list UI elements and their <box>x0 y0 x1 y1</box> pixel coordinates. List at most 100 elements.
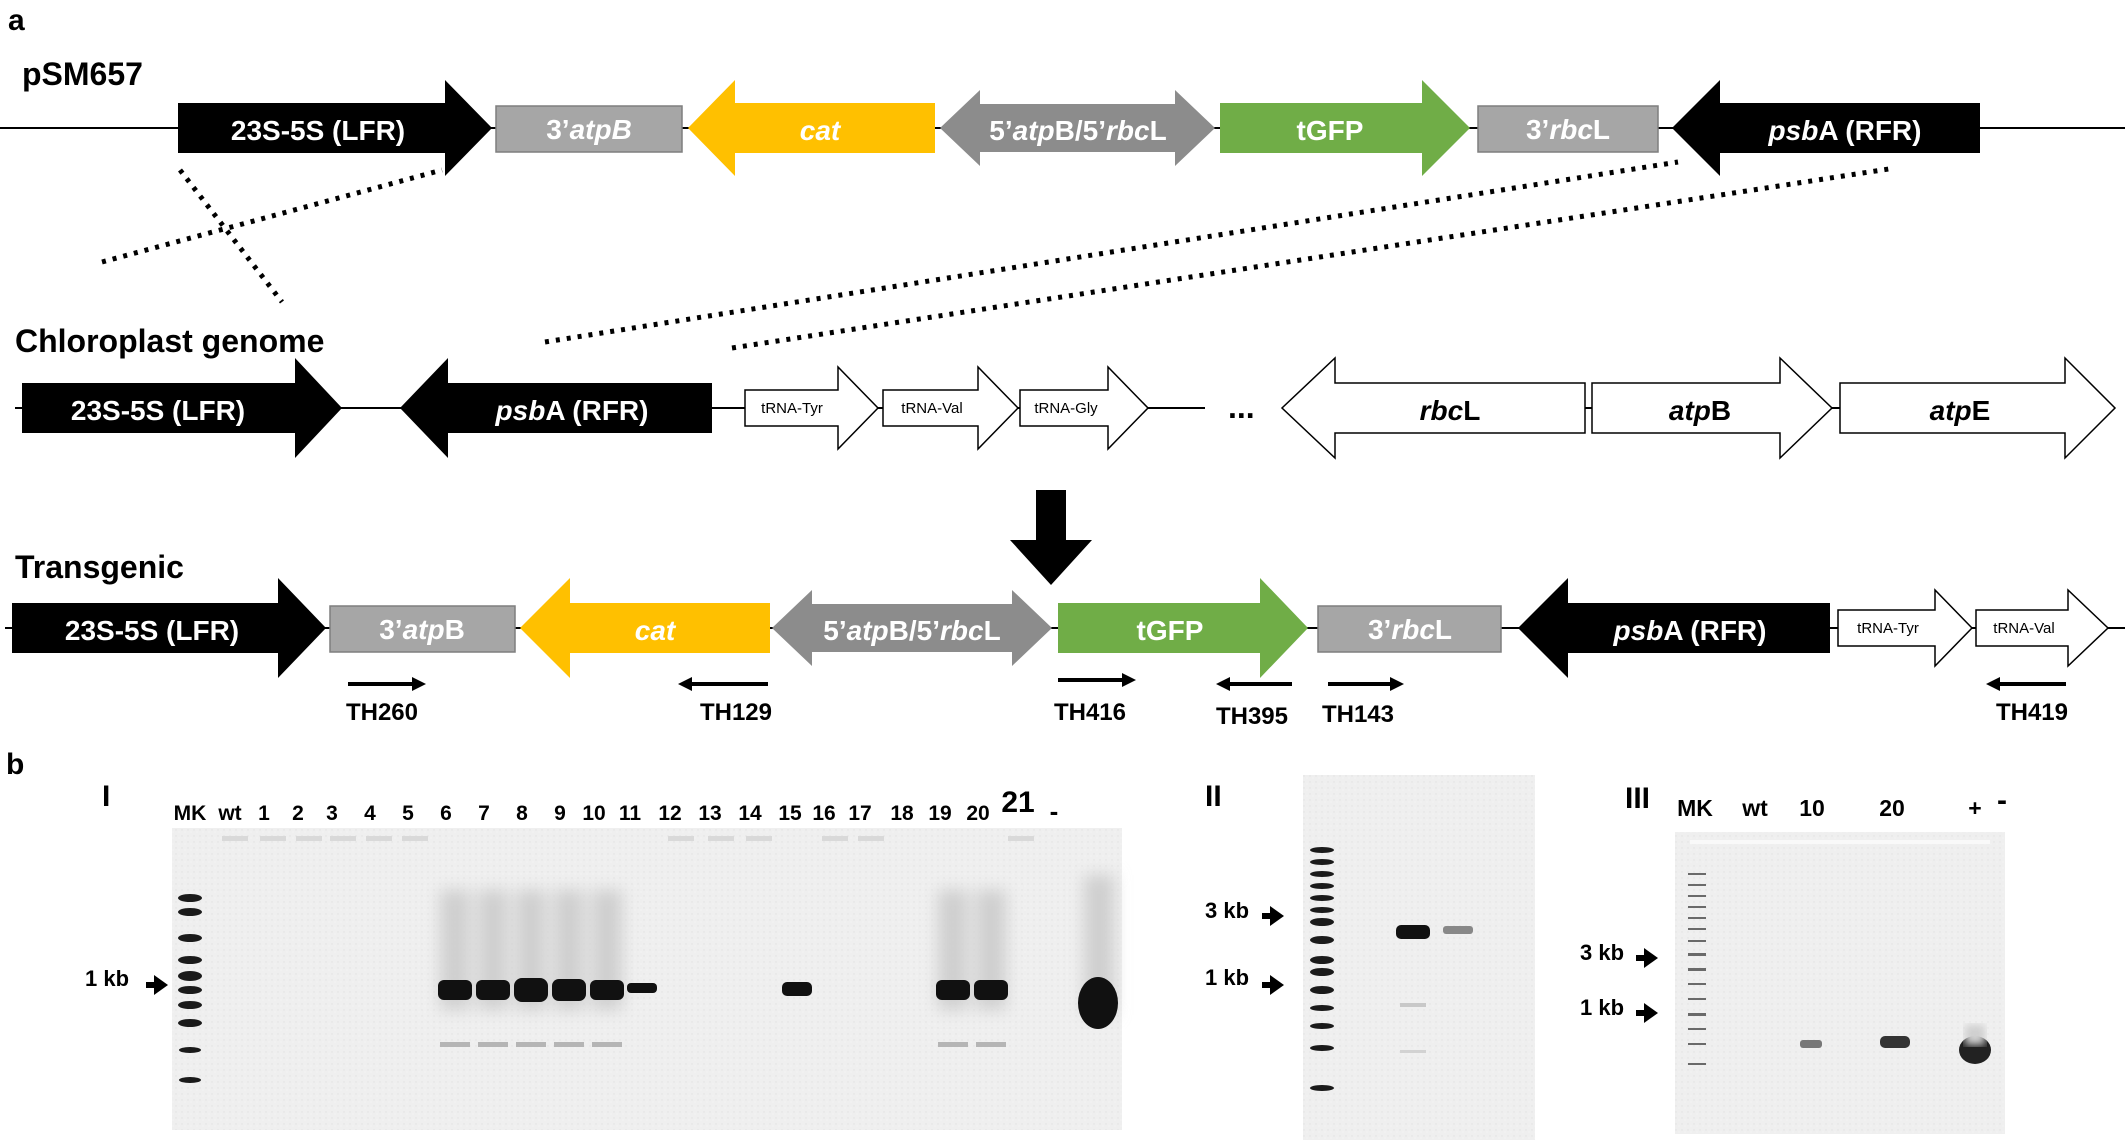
lane-label: 15 <box>778 802 802 825</box>
feature-label: tRNA-Tyr <box>761 400 823 417</box>
arrow-right-icon <box>1270 975 1284 995</box>
feature-label: psbA (RFR) <box>1613 615 1767 646</box>
primer-label: TH129 <box>700 699 772 726</box>
lane-label: 10 <box>1799 795 1825 821</box>
ladder-mk <box>1310 847 1334 1091</box>
feature-label: tGFP <box>1137 615 1204 646</box>
marker-3kb: 3 kb <box>1580 940 1658 968</box>
gel-i: I MK wt 1 2 3 4 5 6 7 8 9 10 11 12 13 14… <box>85 780 1122 1130</box>
feature-atpe: atpE <box>1839 356 2117 460</box>
feature-cat: cat <box>688 80 935 176</box>
row-transgenic: Transgenic 23S-5S (LFR) 3’atpB cat 5’atp… <box>5 549 2125 730</box>
row-title-psm657: pSM657 <box>22 56 143 92</box>
marker-label: 1 kb <box>85 966 129 991</box>
feature-label: psbA (RFR) <box>495 395 649 426</box>
feature-trna-tyr: tRNA-Tyr <box>1837 588 1974 668</box>
feature-trna-val: tRNA-Val <box>882 365 1020 451</box>
feature-label: atpE <box>1930 395 1991 426</box>
feature-label: 5’atpB/5’rbcL <box>989 115 1166 146</box>
feature-rbcl: rbcL <box>1280 356 1586 460</box>
feature-label: tRNA-Val <box>901 400 962 417</box>
lane-labels: MK wt 10 20 + - <box>1677 784 2007 821</box>
gel-title: I <box>102 780 110 813</box>
marker-label: 3 kb <box>1580 940 1624 965</box>
feature-label: rbcL <box>1420 395 1481 426</box>
marker-label: 1 kb <box>1205 965 1249 990</box>
gel-title: III <box>1625 782 1650 815</box>
feature-3rbcl: 3’rbcL <box>1477 105 1659 153</box>
primer-th260: TH260 <box>346 677 426 726</box>
lane-label: wt <box>1741 795 1768 821</box>
feature-label: cat <box>800 115 842 146</box>
panel-a-label: a <box>8 4 25 37</box>
feature-label: 23S-5S (LFR) <box>65 615 239 646</box>
feature-rfr: psbA (RFR) <box>1518 578 1830 678</box>
primer-th419: TH419 <box>1986 677 2068 726</box>
feature-label: 5’atpB/5’rbcL <box>823 615 1000 646</box>
row-psm657: pSM657 23S-5S (LFR) 3’atpB cat 5’atpB/5’… <box>0 56 2125 176</box>
marker-label: 1 kb <box>1580 995 1624 1020</box>
lane-label: 2 <box>292 802 304 825</box>
feature-promoter: 5’atpB/5’rbcL <box>940 90 1215 166</box>
lane-label: 20 <box>966 802 989 825</box>
feature-label: 3’atpB <box>546 114 632 145</box>
lane-label: 14 <box>738 802 762 825</box>
feature-promoter: 5’atpB/5’rbcL <box>772 590 1052 666</box>
feature-label: tRNA-Gly <box>1034 400 1098 417</box>
primer-th416: TH416 <box>1054 673 1136 726</box>
lane-label: 19 <box>928 802 951 825</box>
gel-image <box>1675 832 2005 1134</box>
lane-label: wt <box>217 802 241 825</box>
lane-label: 1 <box>258 802 270 825</box>
lane-label: 3 <box>326 802 338 825</box>
arrow-right-icon <box>154 975 168 995</box>
lane-label: 7 <box>478 802 490 825</box>
marker-1kb: 1 kb <box>85 966 168 995</box>
arrow-right-icon <box>1270 906 1284 926</box>
gel-bands <box>1800 1025 1991 1064</box>
feature-lfr: 23S-5S (LFR) <box>178 80 492 176</box>
feature-label: tGFP <box>1297 115 1364 146</box>
feature-label: cat <box>635 615 677 646</box>
lane-label: 16 <box>812 802 835 825</box>
arrow-right-icon <box>1644 948 1658 968</box>
primer-label: TH416 <box>1054 699 1126 726</box>
feature-label: atpB <box>1669 395 1731 426</box>
feature-3atpb: 3’atpB <box>495 105 683 153</box>
primer-th143: TH143 <box>1322 677 1404 728</box>
ladder-mk <box>178 894 202 1083</box>
feature-label: tRNA-Val <box>1993 620 2054 637</box>
gel-image <box>1303 775 1535 1140</box>
lane-label: 8 <box>516 802 528 825</box>
feature-label: 3’rbcL <box>1368 614 1452 645</box>
gel-bands <box>438 875 1118 1047</box>
feature-label: 3’rbcL <box>1526 114 1610 145</box>
marker-3kb: 3 kb <box>1205 898 1284 926</box>
lane-label: 10 <box>582 802 605 825</box>
feature-label: psbA (RFR) <box>1768 115 1922 146</box>
feature-lfr: 23S-5S (LFR) <box>12 578 326 678</box>
ladder-mk <box>1688 873 1706 1065</box>
feature-rfr: psbA (RFR) <box>1672 80 1980 176</box>
lane-label: 13 <box>698 802 721 825</box>
lane-label: + <box>1968 795 1981 821</box>
lane-label: 18 <box>890 802 914 825</box>
row-genome: Chloroplast genome 23S-5S (LFR) psbA (RF… <box>15 323 2117 460</box>
marker-1kb: 1 kb <box>1205 965 1284 995</box>
down-arrow-icon <box>1010 490 1092 585</box>
feature-cat: cat <box>520 578 770 678</box>
primer-th395: TH395 <box>1216 677 1292 730</box>
lane-label: - <box>1997 784 2007 817</box>
row-title-transgenic: Transgenic <box>15 549 184 585</box>
feature-atpb: atpB <box>1591 356 1834 460</box>
lane-label: 12 <box>658 802 681 825</box>
gel-iii: III MK wt 10 20 + - <box>1580 782 2007 1134</box>
panel-b-label: b <box>6 748 24 781</box>
crossover-lines <box>101 159 1896 351</box>
feature-trna-tyr: tRNA-Tyr <box>744 365 880 451</box>
lane-label: 11 <box>619 802 642 825</box>
feature-tgfp: tGFP <box>1058 578 1308 678</box>
gel-title: II <box>1205 780 1222 813</box>
gel-ii: II MK wt 10 20 - <box>1205 775 1535 1140</box>
